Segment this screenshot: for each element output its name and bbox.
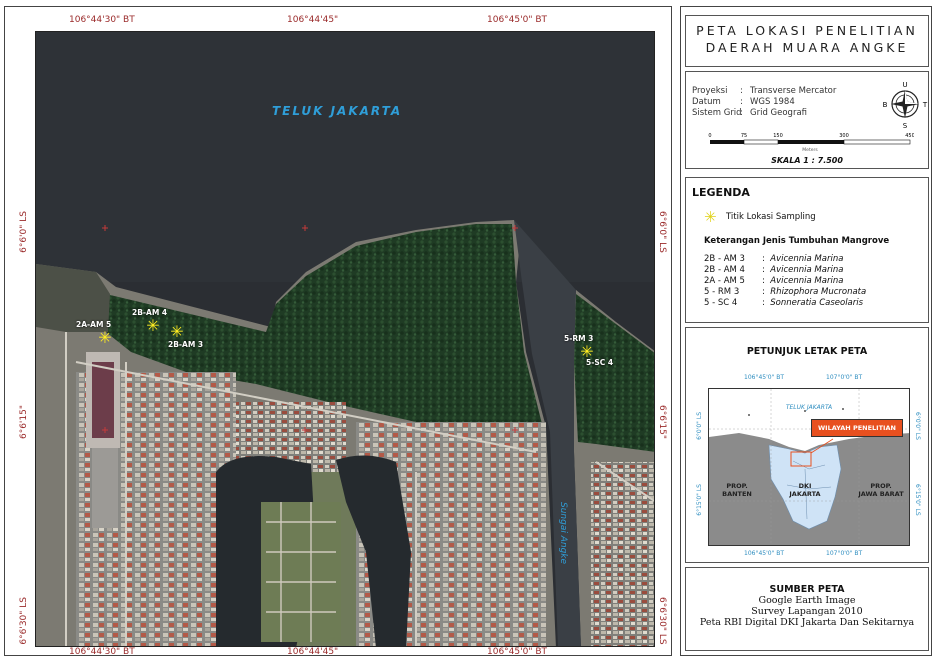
- site-label-2b-am3: 2B-AM 3: [168, 340, 204, 349]
- inset-map: TELUK JAKARTA WILAYAH PENELITIAN PROP. B…: [708, 388, 910, 546]
- projection-row: Proyeksi:Transverse Mercator: [692, 86, 837, 96]
- compass-icon: U S B T: [883, 81, 928, 130]
- inset-bottom-coord-1: 106°45'0" BT: [744, 550, 785, 557]
- bottom-coord-1: 106°44'30" BT: [69, 647, 135, 657]
- mangrove-row: 5 - RM 3: Rhizophora Mucronata: [704, 287, 867, 297]
- left-coord-1: 6°6'0" LS: [19, 211, 29, 253]
- scale-tick-150: 150: [773, 133, 783, 139]
- projection-key: Proyeksi: [692, 86, 728, 96]
- mangrove-row: 5 - SC 4: Sonneratia Caseolaris: [704, 298, 864, 308]
- right-coord-2: 6°6'15": [657, 405, 667, 440]
- inset-bottom-coord-2: 107°0'0" BT: [826, 550, 863, 557]
- compass-e: T: [922, 101, 928, 109]
- mangrove-code: 5 - SC 4: [704, 298, 738, 308]
- inset-sea-label: TELUK JAKARTA: [786, 404, 832, 411]
- mangrove-species: Avicennia Marina: [770, 265, 844, 275]
- inset-left-coord-1: 6°0'0" LS: [696, 412, 703, 440]
- title-line-2: DAERAH MUARA ANGKE: [705, 40, 909, 55]
- satellite-image: TELUK JAKARTA Sungai Angke 2B-AM 4 ✳ 2A-…: [35, 31, 655, 647]
- sampling-label: Titik Lokasi Sampling: [726, 212, 816, 222]
- top-coord-3: 106°45'0" BT: [487, 15, 548, 25]
- compass-w: B: [883, 101, 888, 109]
- sampling-star-icon: ✳: [704, 208, 717, 226]
- site-marker-2b-am4[interactable]: ✳: [146, 316, 160, 335]
- river-label: Sungai Angke: [558, 502, 568, 565]
- side-panel: PETA LOKASI PENELITIAN DAERAH MUARA ANGK…: [680, 6, 932, 656]
- top-coord-1: 106°44'30" BT: [69, 15, 135, 25]
- right-coord-1: 6°6'0" LS: [657, 211, 667, 253]
- site-marker-2a-am5[interactable]: ✳: [98, 328, 112, 347]
- mangrove-row: 2B - AM 3: Avicennia Marina: [704, 254, 844, 264]
- sea-label: TELUK JAKARTA: [272, 104, 403, 118]
- projection-value: Transverse Mercator: [750, 86, 837, 96]
- inset-box: PETUNJUK LETAK PETA 106°45'0" BT 107°0'0…: [685, 327, 929, 563]
- mangrove-species: Sonneratia Caseolaris: [770, 298, 864, 308]
- scale-tick-300: 300: [839, 133, 849, 139]
- mangrove-code: 5 - RM 3: [704, 287, 740, 297]
- left-coord-3: 6°6'30" LS: [19, 597, 29, 645]
- legend-box: LEGENDA ✳ Titik Lokasi Sampling Keterang…: [685, 177, 929, 323]
- scale-unit: Meters: [802, 147, 818, 153]
- site-label-2b-am4: 2B-AM 4: [132, 308, 168, 317]
- bottom-coord-3: 106°45'0" BT: [487, 647, 548, 657]
- datum-row: Datum:WGS 1984: [692, 97, 795, 107]
- mangrove-species: Avicennia Marina: [770, 254, 844, 264]
- inset-top-coord-1: 106°45'0" BT: [744, 374, 785, 381]
- satellite-svg: [36, 32, 654, 646]
- inset-right-coord-1: 6°0'0" LS: [914, 412, 921, 440]
- scale-bar: 0 75 150 300 450 Meters: [708, 133, 914, 153]
- mangrove-species: Rhizophora Mucronata: [770, 287, 867, 297]
- grid-row: Sistem Grid:Grid Geografi: [692, 108, 808, 118]
- scale-tick-75: 75: [741, 133, 747, 139]
- source-line: Google Earth Image: [758, 595, 856, 606]
- mangrove-species: Avicennia Marina: [770, 276, 844, 286]
- inset-left-coord-2: 6°15'0" LS: [696, 484, 703, 516]
- source-line: Survey Lapangan 2010: [751, 606, 863, 617]
- inset-right-coord-2: 6°15'0" LS: [914, 484, 921, 516]
- bottom-coord-2: 106°44'45": [287, 647, 339, 657]
- label-jabar: PROP. JAWA BARAT: [858, 482, 904, 498]
- right-coord-3: 6°6'30" LS: [657, 597, 667, 645]
- source-box: SUMBER PETA Google Earth Image Survey La…: [685, 567, 929, 651]
- title-line-1: PETA LOKASI PENELITIAN: [696, 23, 918, 38]
- source-line: Peta RBI Digital DKI Jakarta Dan Sekitar…: [699, 617, 915, 628]
- title-box: PETA LOKASI PENELITIAN DAERAH MUARA ANGK…: [685, 15, 929, 67]
- mangrove-subtitle: Keterangan Jenis Tumbuhan Mangrove: [704, 236, 890, 246]
- site-marker-5-rm3[interactable]: ✳: [580, 342, 594, 361]
- scale-text: SKALA 1 : 7.500: [771, 156, 843, 165]
- compass-s: S: [903, 122, 908, 130]
- label-dki: DKI JAKARTA: [789, 482, 821, 498]
- mangrove-row: 2B - AM 4: Avicennia Marina: [704, 265, 844, 275]
- research-area-callout: WILAYAH PENELITIAN: [811, 419, 903, 437]
- left-coord-2: 6°6'15": [19, 405, 29, 440]
- mangrove-code: 2B - AM 3: [704, 254, 745, 264]
- datum-key: Datum: [692, 97, 721, 107]
- top-coord-2: 106°44'45": [287, 15, 339, 25]
- source-title: SUMBER PETA: [769, 584, 845, 595]
- scale-tick-0: 0: [708, 133, 711, 139]
- grid-value: Grid Geografi: [750, 108, 808, 118]
- scale-tick-450: 450: [905, 133, 914, 139]
- site-label-5-rm3: 5-RM 3: [564, 334, 594, 343]
- legend-title: LEGENDA: [692, 186, 750, 199]
- inset-top-coord-2: 107°0'0" BT: [826, 374, 863, 381]
- site-label-2a-am5: 2A-AM 5: [76, 320, 112, 329]
- mangrove-code: 2B - AM 4: [704, 265, 745, 275]
- datum-value: WGS 1984: [750, 97, 795, 107]
- grid-key: Sistem Grid: [692, 108, 742, 118]
- site-marker-2b-am3[interactable]: ✳: [170, 322, 184, 341]
- inset-title: PETUNJUK LETAK PETA: [746, 346, 868, 357]
- projection-box: Proyeksi:Transverse Mercator Datum:WGS 1…: [685, 71, 929, 169]
- inset-map-svg: TELUK JAKARTA: [709, 389, 909, 545]
- label-banten: PROP. BANTEN: [722, 482, 752, 498]
- mangrove-code: 2A - AM 5: [704, 276, 745, 286]
- compass-n: U: [902, 81, 907, 89]
- mangrove-row: 2A - AM 5: Avicennia Marina: [704, 276, 844, 286]
- site-label-5-sc4: 5-SC 4: [586, 358, 614, 367]
- map-frame: 106°44'30" BT 106°44'45" 106°45'0" BT 10…: [4, 6, 672, 657]
